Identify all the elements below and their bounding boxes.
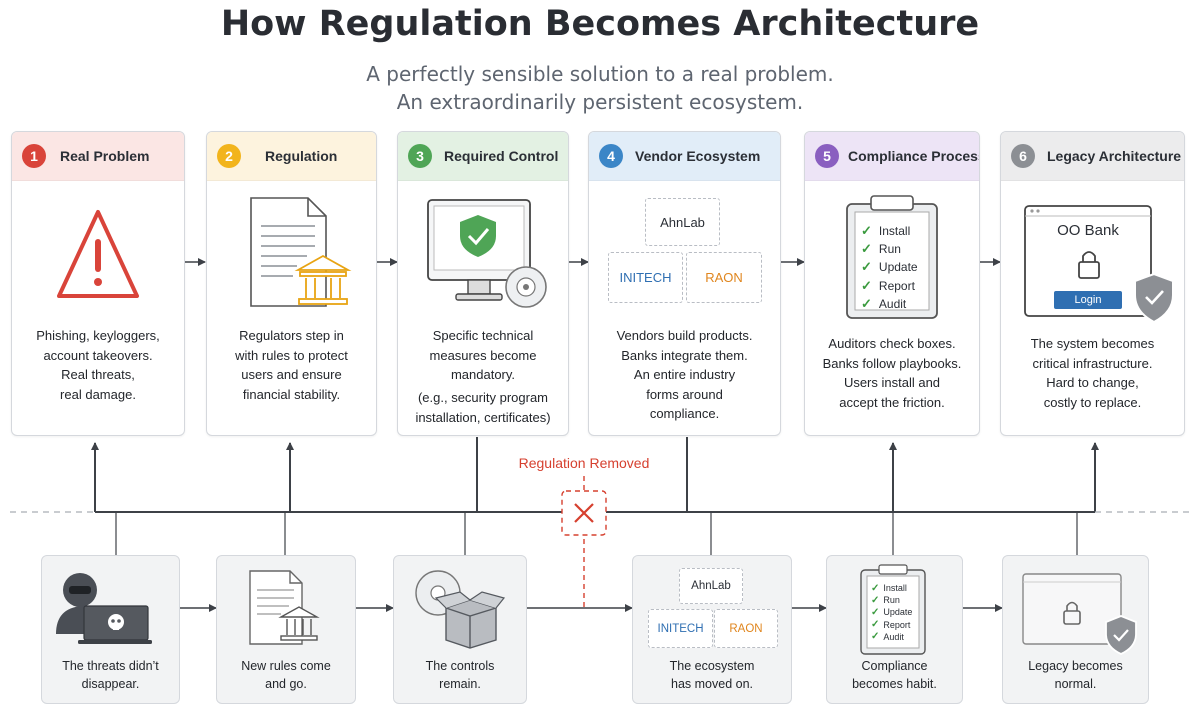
step-title: Required Control — [444, 148, 559, 164]
regulation-removed-marker — [561, 476, 607, 608]
step-header: 6 Legacy Architecture — [1001, 132, 1184, 181]
step-title: Vendor Ecosystem — [635, 148, 761, 164]
vendor-initech-box: INITECH — [608, 252, 683, 303]
step-card-vendor-ecosystem: 4 Vendor Ecosystem AhnLab INITECH RAON V… — [588, 131, 781, 436]
check-icon: ✓ — [871, 594, 880, 606]
compliance-checklist: ✓Install ✓Run ✓Update ✓Report ✓Audit — [871, 582, 912, 643]
step-description: Phishing, keyloggers,account takeovers. … — [36, 328, 160, 402]
vendor-ahnlab-box: AhnLab — [679, 568, 743, 604]
hooded-hacker-icon — [56, 573, 152, 644]
check-icon: ✓ — [861, 277, 872, 293]
checklist-item: ✓Install — [861, 223, 911, 239]
step-number-badge: 6 — [1011, 144, 1035, 168]
step-number-badge: 2 — [217, 144, 241, 168]
check-icon: ✓ — [871, 631, 880, 643]
check-icon: ✓ — [861, 223, 872, 239]
regulation-removed-label: Regulation Removed — [518, 455, 650, 471]
step-description: Auditors check boxes.Banks follow playbo… — [822, 336, 962, 410]
vendor-raon-box: RAON — [714, 609, 778, 648]
step-description: Vendors build products.Banks integrate t… — [616, 328, 753, 421]
checklist-item: ✓Report — [871, 619, 911, 631]
step-header: 3 Required Control — [398, 132, 568, 181]
monitor-with-shield-icon — [427, 199, 547, 308]
compliance-checklist: ✓Install ✓Run ✓Update ✓Report ✓Audit — [861, 222, 918, 313]
page-title: How Regulation Becomes Architecture — [220, 4, 980, 44]
step-header: 1 Real Problem — [12, 132, 184, 181]
step-card-compliance-process: 5 Compliance Process ✓Install ✓Run ✓Upda… — [804, 131, 980, 436]
checklist-item: ✓Run — [861, 241, 901, 257]
step-number-badge: 4 — [599, 144, 623, 168]
warning-triangle-icon — [57, 210, 139, 298]
checklist-item: ✓Audit — [871, 631, 904, 643]
disc-and-box-icon — [415, 570, 506, 649]
check-icon: ✓ — [871, 606, 880, 618]
step-title: Real Problem — [60, 148, 150, 164]
step-header: 5 Compliance Process — [805, 132, 979, 181]
step-card-real-problem: 1 Real Problem Phishing, keyloggers,acco… — [11, 131, 185, 436]
step-number-badge: 1 — [22, 144, 46, 168]
checklist-item: ✓Update — [871, 606, 913, 618]
check-icon: ✓ — [861, 241, 872, 257]
checklist-item: ✓Install — [871, 582, 907, 594]
step-number-badge: 5 — [815, 144, 839, 168]
document-with-bank-icon — [250, 197, 352, 307]
step-title: Compliance Process — [848, 148, 980, 164]
check-icon: ✓ — [861, 295, 872, 311]
bank-login-window-icon — [1024, 205, 1174, 324]
clipboard-icon — [860, 564, 926, 655]
monitor-with-lock-icon — [1022, 573, 1137, 655]
step-number-badge: 3 — [408, 144, 432, 168]
step-header: 4 Vendor Ecosystem — [589, 132, 780, 181]
vendor-initech-box: INITECH — [648, 609, 713, 648]
aftermath-card-compliance: ✓Install ✓Run ✓Update ✓Report ✓Audit Com… — [826, 555, 963, 704]
check-icon: ✓ — [871, 582, 880, 594]
page-subtitle-line-2: An extraordinarily persistent ecosystem. — [396, 90, 804, 114]
vendor-ahnlab-box: AhnLab — [645, 198, 720, 246]
checklist-item: ✓Audit — [861, 295, 907, 311]
vendor-raon-box: RAON — [686, 252, 762, 303]
bus-drops — [115, 512, 1078, 555]
checklist-item: ✓Run — [871, 594, 900, 606]
login-button[interactable]: Login — [1074, 294, 1102, 306]
page-subtitle-line-1: A perfectly sensible solution to a real … — [366, 62, 834, 86]
document-with-bank-icon — [249, 570, 320, 645]
bank-name-label: OO Bank — [1057, 222, 1119, 239]
checklist-item: ✓Report — [861, 277, 915, 293]
check-icon: ✓ — [871, 619, 880, 631]
step-title: Regulation — [265, 148, 338, 164]
checklist-item: ✓Update — [861, 259, 918, 275]
step-header: 2 Regulation — [207, 132, 376, 181]
step-card-legacy-architecture: 6 Legacy Architecture OO Bank Login The … — [1000, 131, 1185, 436]
clipboard-icon — [846, 195, 938, 319]
step-title: Legacy Architecture — [1047, 148, 1182, 164]
check-icon: ✓ — [861, 259, 872, 275]
